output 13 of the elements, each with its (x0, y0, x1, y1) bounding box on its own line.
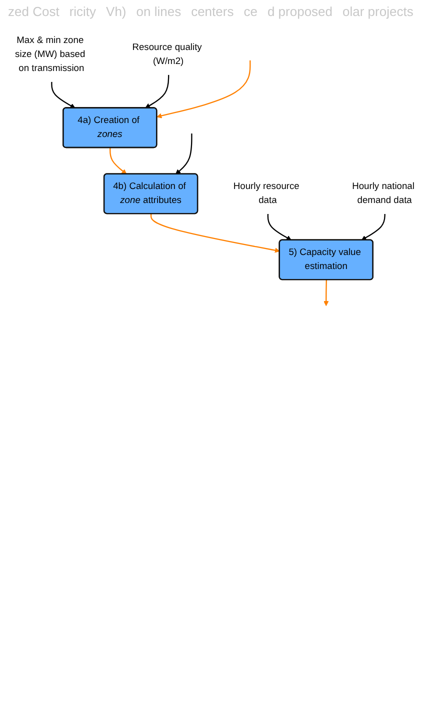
arrow (267, 214, 292, 240)
arrow (156, 60, 251, 118)
arrow (150, 214, 280, 253)
node-text: Resource quality (W/m2) (132, 42, 202, 66)
arrow (324, 280, 329, 306)
arrow (110, 148, 127, 174)
node-text: Hourly resource data (233, 181, 300, 206)
arrow (51, 82, 76, 108)
arrow (175, 133, 192, 174)
node-text: Max & min zone size (MW) based on transmission (15, 35, 86, 74)
node-text: Hourly national demand data (352, 181, 414, 206)
arrow (361, 214, 386, 240)
arrow (145, 74, 170, 108)
